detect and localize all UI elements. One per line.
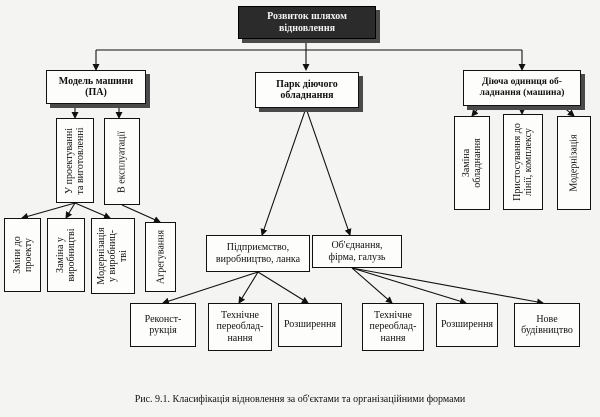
leaf-association-reequipment: Технічне переоблад- нання: [362, 303, 424, 351]
leaf-equipment-replacement: Заміна обладнання: [454, 116, 490, 210]
leaf-production-modernization: Модернізація у виробниц- тві: [91, 218, 135, 294]
leaf-unit-modernization: Модернізація: [557, 116, 591, 210]
leaf-reconstruction: Реконст- рукція: [130, 303, 196, 347]
category-park: Парк діючого обладнання: [255, 72, 359, 108]
leaf-production-modernization-label: Модернізація у виробниц- тві: [96, 227, 130, 285]
branch-operation-label: В експлуатації: [116, 130, 128, 193]
branch-design: У проектуванні та виготовленні: [56, 118, 94, 203]
leaf-line-adaptation: Пристосування до лінії, комплексу: [503, 114, 543, 210]
category-unit: Діюча одиниця об- ладнання (машина): [463, 70, 581, 106]
leaf-enterprise-reequipment: Технічне переоблад- нання: [208, 303, 272, 351]
level-association: Об'єднання, фірма, галузь: [312, 235, 402, 268]
leaf-enterprise-expansion: Розширення: [278, 303, 342, 347]
category-model: Модель машини (ПА): [46, 70, 146, 104]
figure-caption: Рис. 9.1. Класифікація відновлення за об…: [134, 394, 466, 405]
leaf-new-construction: Нове будівництво: [514, 303, 580, 347]
leaf-aggregation: Агрегування: [145, 222, 176, 292]
leaf-unit-modernization-label: Модернізація: [568, 134, 580, 192]
leaf-design-changes: Зміни до проекту: [4, 218, 41, 292]
leaf-equipment-replacement-label: Заміна обладнання: [460, 138, 483, 188]
branch-design-label: У проектуванні та виготовленні: [63, 127, 86, 194]
leaf-production-replacement: Заміна у виробництві: [47, 218, 85, 292]
leaf-association-expansion: Розширення: [436, 303, 498, 347]
root-node: Розвиток шляхом відновлення: [238, 6, 376, 39]
branch-operation: В експлуатації: [104, 118, 140, 205]
level-enterprise: Підприємство, виробництво, ланка: [206, 235, 310, 272]
leaf-production-replacement-label: Заміна у виробництві: [54, 228, 77, 282]
leaf-line-adaptation-label: Пристосування до лінії, комплексу: [511, 123, 534, 201]
leaf-design-changes-label: Зміни до проекту: [11, 236, 34, 274]
leaf-aggregation-label: Агрегування: [154, 229, 166, 285]
